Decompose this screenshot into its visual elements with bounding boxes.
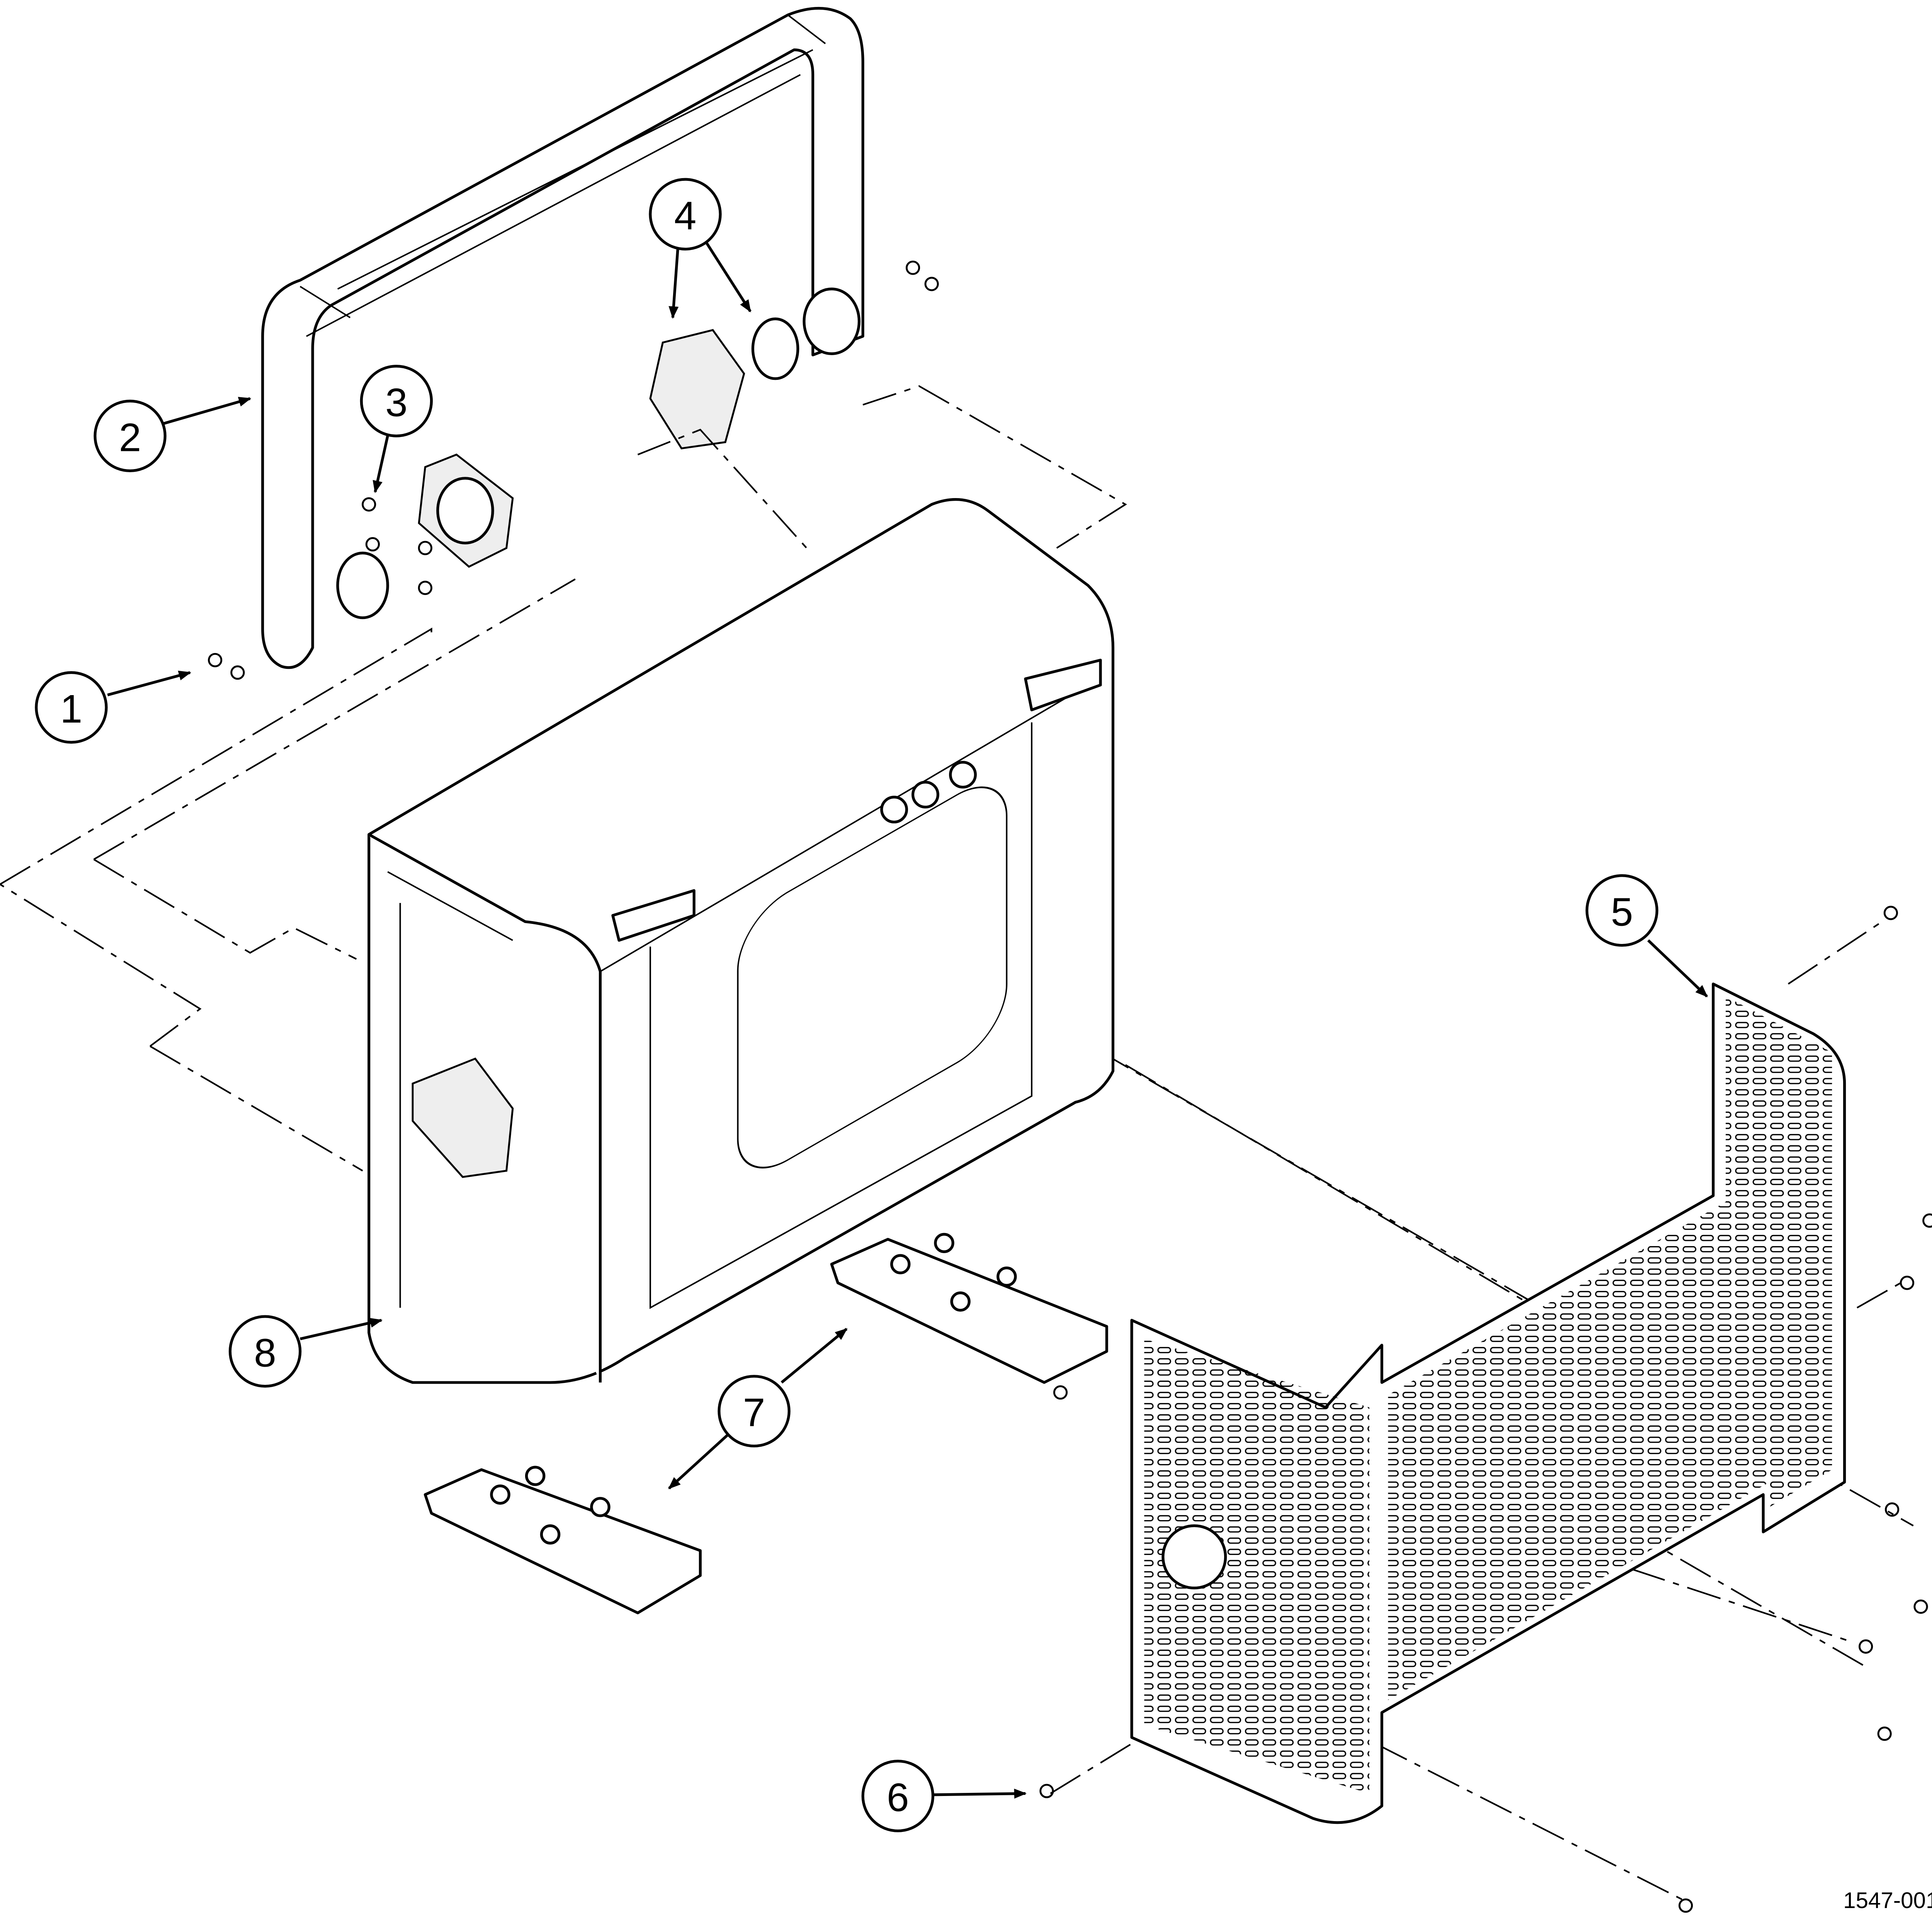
callout-7-arrow-b: [781, 1328, 848, 1384]
callout-1-label: 1: [60, 686, 83, 731]
callout-3-arrow: [372, 435, 389, 493]
callout-4-arrow-b: [705, 242, 752, 313]
callout-3: 3: [360, 365, 433, 437]
foot-right: [830, 1233, 1108, 1384]
callout-6: 6: [861, 1760, 934, 1832]
callout-6-arrow: [934, 1789, 1027, 1799]
callout-2: 2: [94, 400, 167, 472]
callout-5: 5: [1585, 874, 1658, 947]
callout-8-label: 8: [254, 1330, 276, 1375]
callout-1: 1: [35, 671, 108, 744]
callout-1-arrow: [107, 670, 192, 697]
callout-2-arrow: [163, 397, 252, 425]
screws: [208, 260, 1932, 1913]
callout-4-arrow-a: [668, 249, 679, 319]
handle-hub-right: [649, 287, 861, 450]
callout-4-label: 4: [674, 193, 697, 238]
chassis: [367, 498, 1114, 1384]
callout-2-label: 2: [119, 415, 141, 459]
callout-8-arrow: [299, 1318, 383, 1340]
callout-5-arrow: [1647, 939, 1708, 998]
callout-7-label: 7: [743, 1390, 765, 1435]
foot-left: [423, 1466, 702, 1614]
rear-cover: [1130, 982, 1846, 1824]
callout-5-label: 5: [1611, 889, 1633, 934]
assembly-leader-lines: [0, 385, 1914, 1900]
handle-hub-left: [336, 453, 514, 619]
callout-4: 4: [649, 178, 722, 251]
callout-6-label: 6: [887, 1775, 909, 1820]
callout-8: 8: [228, 1315, 302, 1388]
callout-7-arrow-a: [668, 1434, 729, 1490]
handle: [261, 7, 864, 669]
callout-3-label: 3: [385, 380, 408, 425]
callout-7: 7: [718, 1375, 791, 1447]
figure-number: 1547-001: [1843, 1888, 1932, 1913]
